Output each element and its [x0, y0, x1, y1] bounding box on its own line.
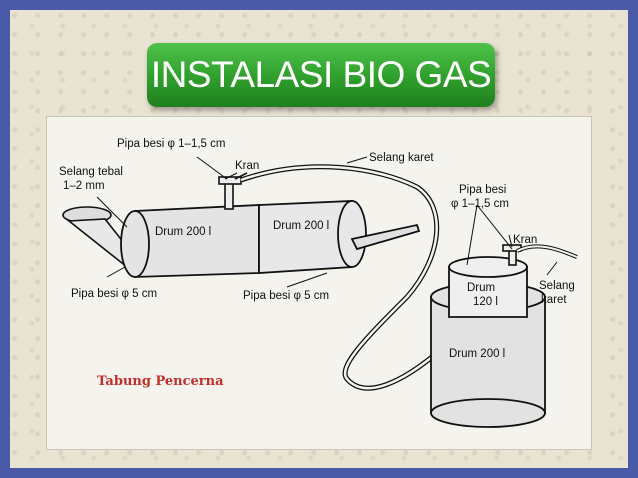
label-pipa-besi-bottom-left: Pipa besi φ 5 cm: [71, 288, 157, 300]
label-pipa-besi-bottom-mid: Pipa besi φ 5 cm: [243, 290, 329, 302]
label-pipa-besi-right-size: φ 1–1,5 cm: [451, 198, 509, 210]
title-banner: INSTALASI BIO GAS: [147, 43, 495, 107]
biogas-diagram: Pipa besi φ 1–1,5 cm Kran Selang karet S…: [46, 116, 592, 450]
selang-karet-hose: [240, 164, 440, 391]
label-kran-right: Kran: [513, 234, 537, 246]
label-drum-right: Drum 200 l: [273, 220, 329, 232]
drum-small: [448, 256, 528, 318]
label-selang-tebal: Selang tebal: [59, 166, 123, 178]
label-selang-right: Selang: [539, 280, 575, 292]
label-drum-left: Drum 200 l: [155, 226, 211, 238]
leader-lines: [96, 156, 558, 288]
label-selang-tebal-size: 1–2 mm: [63, 180, 105, 192]
drum-right: [258, 200, 421, 274]
label-drum-small: Drum: [467, 282, 495, 294]
slide-title: INSTALASI BIO GAS: [150, 54, 492, 95]
diagram-caption: Tabung Pencerna: [97, 374, 224, 389]
label-drum-big: Drum 200 l: [449, 348, 505, 360]
label-kran-left: Kran: [235, 160, 259, 172]
label-pipa-besi-top: Pipa besi φ 1–1,5 cm: [117, 138, 225, 150]
label-pipa-besi-right: Pipa besi: [459, 184, 506, 196]
inlet-funnel: [62, 206, 137, 269]
label-karet-right: karet: [541, 294, 567, 306]
label-selang-karet-top: Selang karet: [369, 152, 434, 164]
drum-left: [120, 204, 260, 278]
label-drum-small-size: 120 l: [473, 296, 498, 308]
diagram-drawing: Pipa besi φ 1–1,5 cm Kran Selang karet S…: [59, 138, 578, 428]
